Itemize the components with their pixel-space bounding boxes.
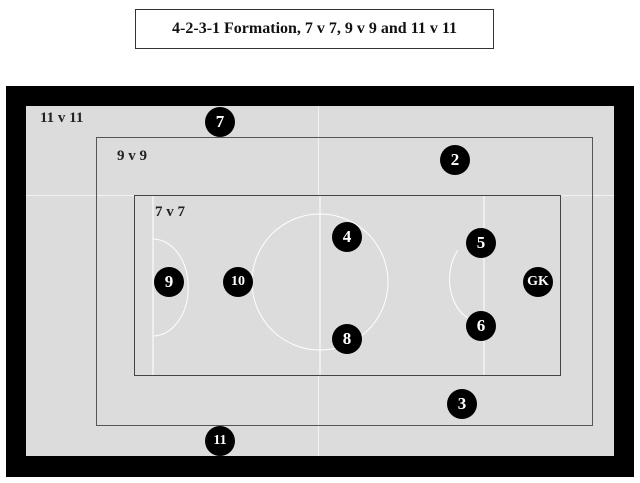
player-marker-2: 2 <box>440 145 470 175</box>
player-marker-10: 10 <box>223 267 253 297</box>
player-marker-3: 3 <box>447 389 477 419</box>
player-marker-9: 9 <box>154 267 184 297</box>
player-marker-6: 6 <box>466 311 496 341</box>
pitch-9v9-boundary <box>96 137 593 426</box>
player-marker-8: 8 <box>332 324 362 354</box>
player-marker-7: 7 <box>205 107 235 137</box>
player-marker-11: 11 <box>205 426 235 456</box>
left-penalty-arc <box>152 238 189 337</box>
right-penalty-arc <box>449 249 469 319</box>
player-marker-5: 5 <box>466 228 496 258</box>
zone-label-7v7: 7 v 7 <box>155 204 185 220</box>
player-marker-4: 4 <box>332 222 362 252</box>
diagram-title: 4-2-3-1 Formation, 7 v 7, 9 v 9 and 11 v… <box>135 9 494 49</box>
zone-label-9v9: 9 v 9 <box>117 148 147 164</box>
zone-label-11v11: 11 v 11 <box>40 110 84 126</box>
player-marker-gk: GK <box>523 267 553 297</box>
